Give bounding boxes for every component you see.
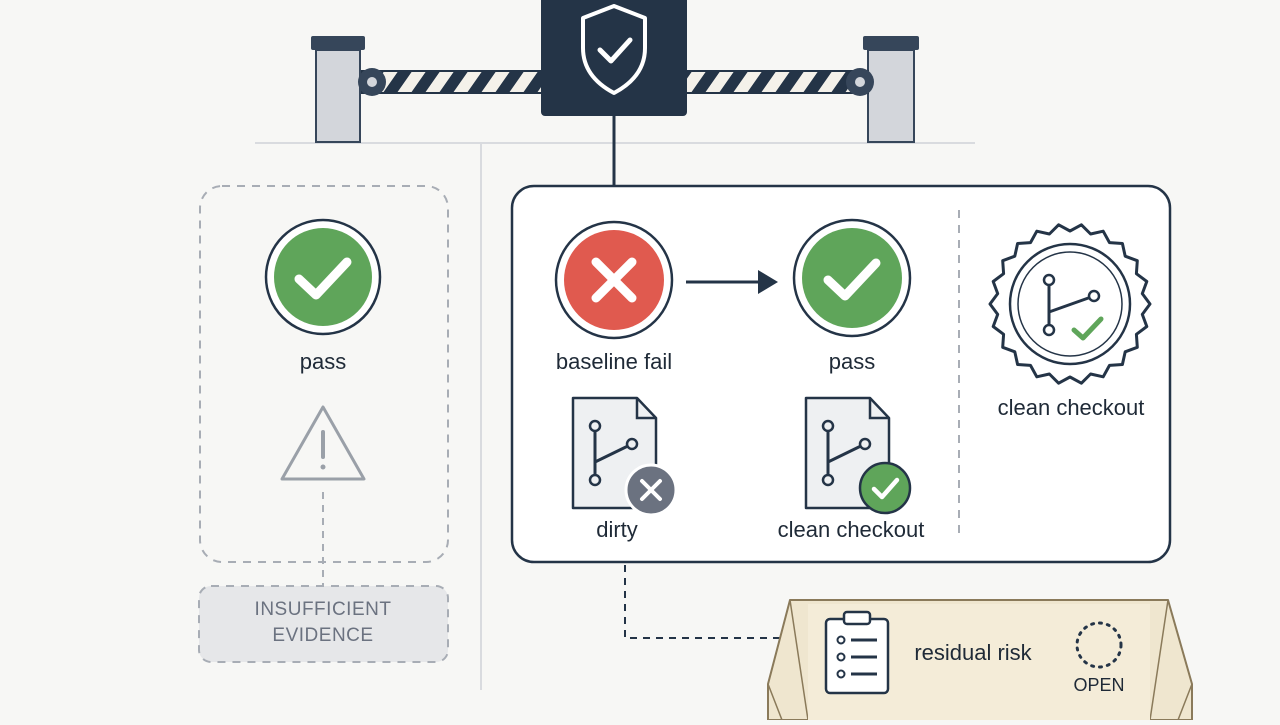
clipboard-icon <box>824 610 890 695</box>
evidence-line-1: INSUFFICIENT <box>254 599 392 620</box>
check-circle-icon <box>792 218 912 338</box>
residual-risk-label: residual risk <box>914 640 1032 665</box>
seal-icon <box>988 223 1152 385</box>
clean-checkout-seal-label: clean checkout <box>997 395 1145 420</box>
risk-status-label: OPEN <box>1073 675 1125 695</box>
dotted-circle-icon <box>1075 621 1123 669</box>
insufficient-evidence-label: INSUFFICIENT EVIDENCE <box>255 597 392 649</box>
warning-icon <box>280 405 366 481</box>
x-circle-icon <box>554 220 674 340</box>
barrier-arm-right <box>685 68 874 96</box>
shield-check-icon <box>581 4 647 95</box>
risk-connector <box>624 565 780 639</box>
gate-post-left <box>311 36 365 143</box>
arrow-right-icon <box>686 270 778 294</box>
left-pass-label: pass <box>299 349 347 374</box>
insufficient-evidence-box <box>198 585 449 663</box>
check-badge-icon <box>858 461 912 515</box>
gate-post-right <box>863 36 919 143</box>
x-badge-icon <box>624 463 678 517</box>
right-pass-label: pass <box>828 349 876 374</box>
dirty-label: dirty <box>596 517 638 542</box>
clean-checkout-doc-label: clean checkout <box>777 517 925 542</box>
check-circle-icon <box>264 218 382 336</box>
evidence-line-2: EVIDENCE <box>272 625 374 646</box>
shield-box <box>541 0 687 116</box>
baseline-fail-label: baseline fail <box>555 349 673 374</box>
barrier-arm-left <box>358 68 545 96</box>
